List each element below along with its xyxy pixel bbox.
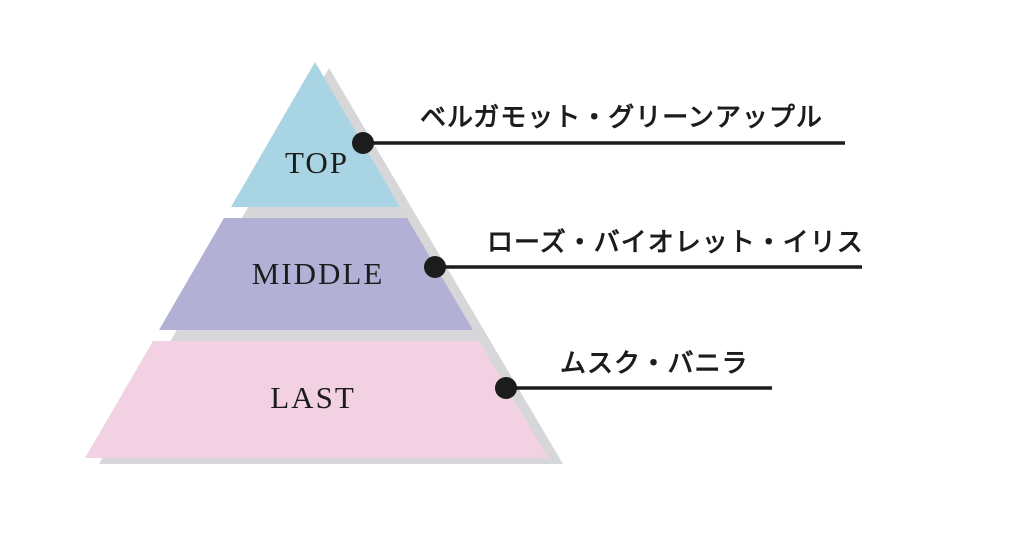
note-label-top: ベルガモット・グリーンアップル xyxy=(420,102,823,132)
pyramid-section-middle xyxy=(159,218,473,330)
note-label-last: ムスク・バニラ xyxy=(560,348,748,378)
leader-dot-top xyxy=(352,132,374,154)
pyramid-section-last xyxy=(85,341,548,458)
level-label-top: TOP xyxy=(285,145,349,180)
pyramid-section-top xyxy=(231,62,400,207)
level-label-last: LAST xyxy=(270,380,356,415)
leader-dot-last xyxy=(495,377,517,399)
note-label-middle: ローズ・バイオレット・イリス xyxy=(487,227,864,257)
leader-dot-middle xyxy=(424,256,446,278)
level-label-middle: MIDDLE xyxy=(252,256,385,291)
